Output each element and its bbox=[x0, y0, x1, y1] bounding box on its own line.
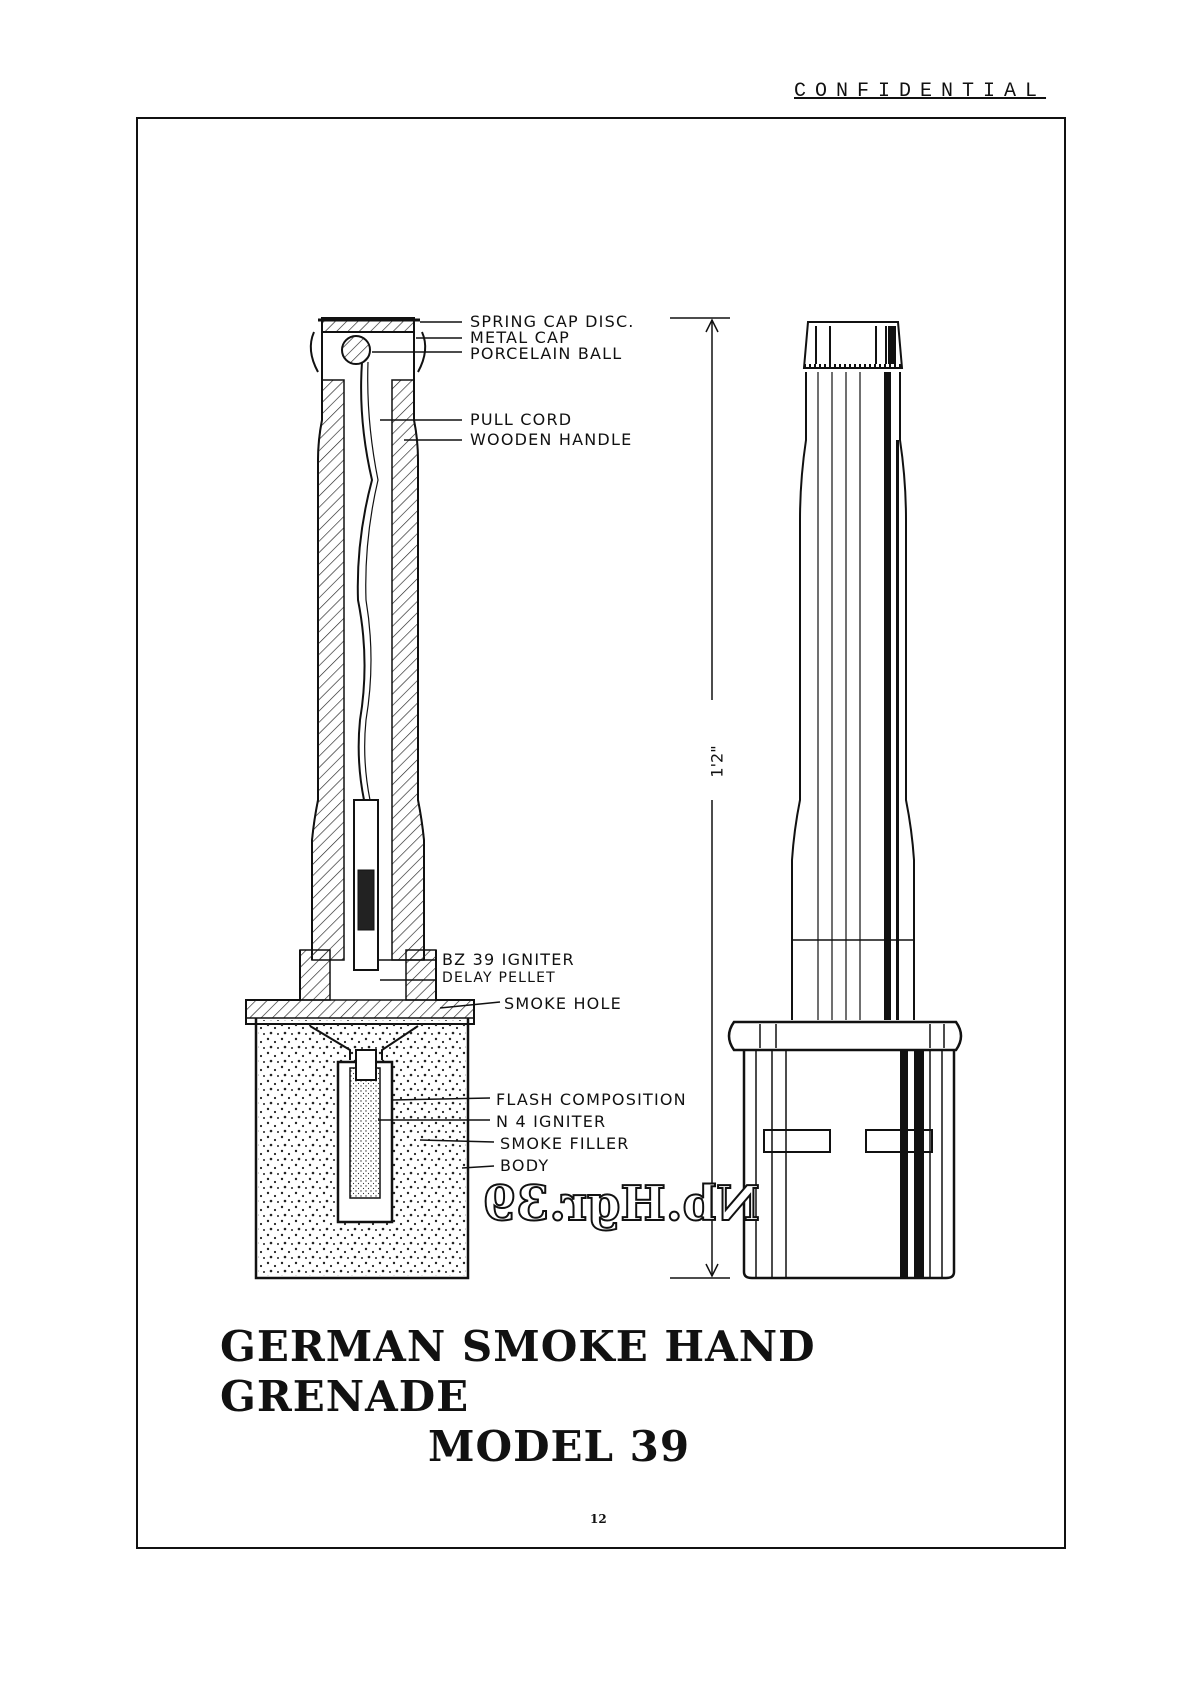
body-marking-text: Nb.Hgr.39 bbox=[483, 1176, 760, 1232]
classification-header: CONFIDENTIAL bbox=[794, 80, 1047, 103]
exterior-cap-shape bbox=[802, 321, 904, 369]
exterior-view bbox=[727, 321, 963, 1280]
exterior-body-shape bbox=[742, 1050, 956, 1280]
label-smoke-hole: SMOKE HOLE bbox=[504, 994, 622, 1013]
label-body: BODY bbox=[500, 1156, 550, 1175]
label-wooden-handle: WOODEN HANDLE bbox=[470, 430, 633, 449]
porcelain-ball-shape bbox=[341, 335, 371, 365]
label-n4-igniter: N 4 IGNITER bbox=[496, 1112, 607, 1131]
label-metal-cap: METAL CAP bbox=[470, 328, 570, 347]
title-line-2: MODEL 39 bbox=[428, 1422, 691, 1471]
bz39-igniter-shape bbox=[357, 869, 375, 931]
figure-title: GERMAN SMOKE HAND GRENADE MODEL 39 bbox=[220, 1322, 1040, 1472]
label-spring-cap-disc: SPRING CAP DISC. bbox=[470, 312, 635, 331]
title-line-1: GERMAN SMOKE HAND GRENADE bbox=[220, 1322, 816, 1421]
exterior-flange-shape bbox=[727, 1020, 963, 1052]
page-frame bbox=[136, 117, 1066, 1549]
dimension-line bbox=[670, 317, 730, 1279]
sectional-view bbox=[245, 317, 475, 1280]
wooden-handle-shape bbox=[311, 379, 345, 961]
label-flash-composition: FLASH COMPOSITION bbox=[496, 1090, 687, 1109]
label-pull-cord: PULL CORD bbox=[470, 410, 573, 429]
dimension-label: 1'2" bbox=[707, 745, 727, 778]
body-can-shape bbox=[254, 1018, 470, 1280]
pull-cord-shape bbox=[356, 361, 374, 801]
label-porcelain-ball: PORCELAIN BALL bbox=[470, 344, 623, 363]
label-bz39-igniter: BZ 39 IGNITER bbox=[442, 950, 575, 969]
label-delay-pellet: DELAY PELLET bbox=[442, 970, 556, 986]
flash-composition-shape bbox=[349, 1067, 381, 1199]
label-smoke-filler: SMOKE FILLER bbox=[500, 1134, 630, 1153]
exterior-handle-shape bbox=[791, 372, 807, 1020]
n4-igniter-shape bbox=[355, 1049, 377, 1081]
leader-lines bbox=[372, 321, 501, 1169]
page-number: 12 bbox=[590, 1512, 607, 1526]
